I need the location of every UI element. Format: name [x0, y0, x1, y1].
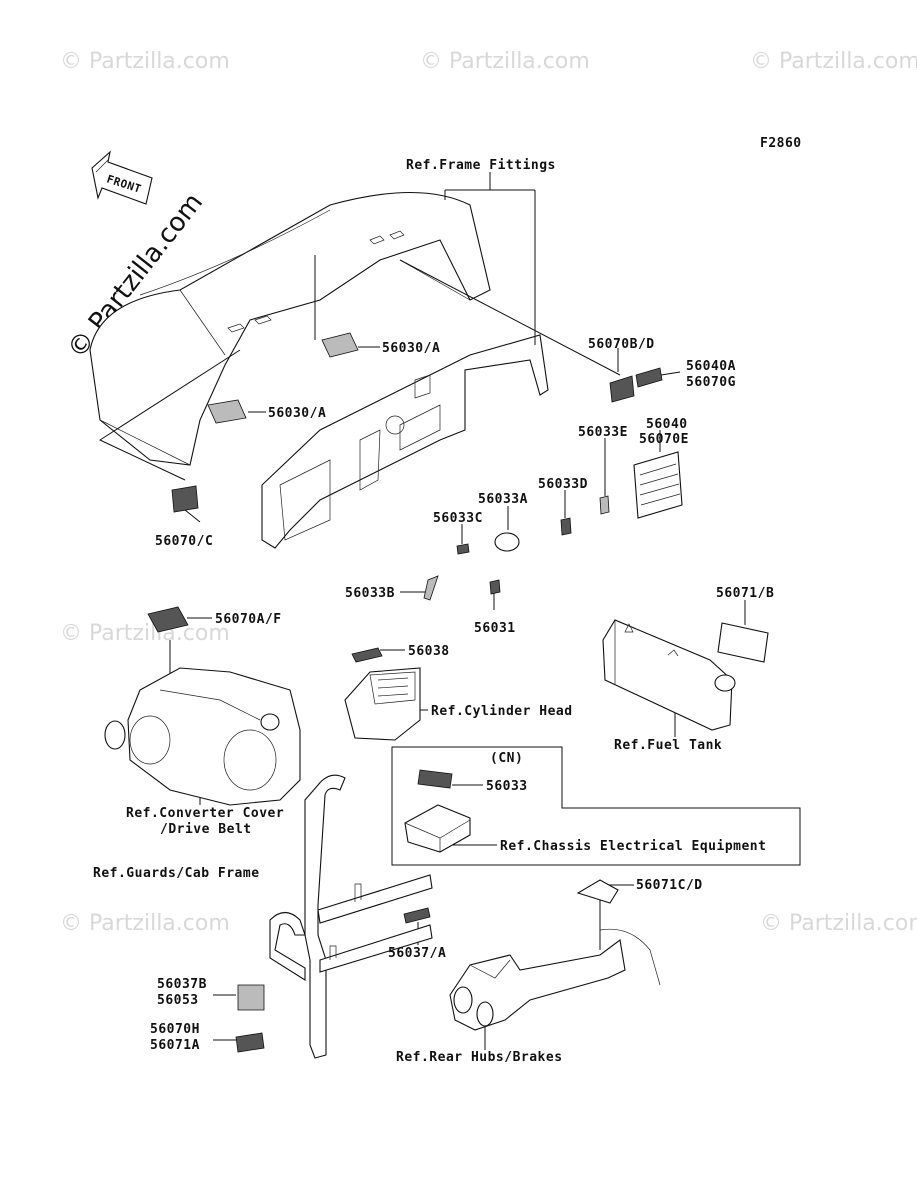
decal-56070H-56071A: [235, 1032, 265, 1053]
label-56033: 56033: [486, 779, 528, 794]
label-ref-guards-cab: Ref.Guards/Cab Frame: [93, 866, 260, 881]
decal-56038: [351, 647, 383, 663]
fuel-tank-part: [602, 619, 736, 731]
label-56070E: 56070E: [639, 432, 689, 447]
decal-56033B: [423, 575, 439, 601]
decal-56040-56070E: [633, 451, 683, 519]
decal-56033A: [494, 532, 520, 552]
label-56053: 56053: [157, 993, 199, 1008]
decal-56030A-upper: [321, 332, 359, 358]
watermark: © Partzilla.com: [750, 49, 917, 74]
label-56071CD: 56071C/D: [636, 878, 703, 893]
decal-56071B: [717, 622, 769, 663]
label-56033E: 56033E: [578, 425, 628, 440]
label-ref-rear-hubs: Ref.Rear Hubs/Brakes: [396, 1050, 563, 1065]
label-56033C: 56033C: [433, 511, 483, 526]
decal-56070AF: [147, 606, 189, 633]
label-56071B: 56071/B: [716, 586, 774, 601]
label-cn: (CN): [490, 751, 523, 766]
label-ref-cylinder-head: Ref.Cylinder Head: [431, 704, 573, 719]
rear-body-part: [89, 192, 491, 466]
decal-56033D: [560, 517, 572, 536]
watermark: © Partzilla.com: [60, 621, 230, 646]
watermark: © Partzilla.com: [760, 911, 917, 936]
label-56037A: 56037/A: [388, 946, 446, 961]
label-ref-fuel-tank: Ref.Fuel Tank: [614, 738, 722, 753]
watermark: © Partzilla.com: [60, 911, 230, 936]
decal-56071CD: [576, 879, 619, 904]
label-ref-chassis-electrical: Ref.Chassis Electrical Equipment: [500, 839, 766, 854]
label-56031: 56031: [474, 621, 516, 636]
label-56071A: 56071A: [150, 1038, 200, 1053]
cab-frame-part: [269, 774, 433, 1059]
label-56070BD: 56070B/D: [588, 337, 655, 352]
figure-code: F2860: [760, 136, 802, 151]
frame-fittings-panel-part: [261, 334, 549, 549]
label-56037B: 56037B: [157, 977, 207, 992]
decal-56033: [417, 769, 453, 789]
front-arrow-icon: FRONT: [91, 150, 153, 205]
label-56030A-upper: 56030/A: [382, 341, 440, 356]
label-layer: Ref.Frame Fittings 56030/A 56030/A 56070…: [93, 158, 774, 1065]
converter-cover-part: [104, 667, 301, 806]
label-ref-frame-fittings: Ref.Frame Fittings: [406, 158, 556, 173]
decal-56037A: [403, 907, 431, 924]
leader-lines: [98, 172, 746, 1050]
label-drive-belt: /Drive Belt: [160, 822, 252, 837]
label-56038: 56038: [408, 644, 450, 659]
rear-hub-part: [449, 928, 661, 1031]
label-56030A-lower: 56030/A: [268, 406, 326, 421]
watermark: © Partzilla.com: [420, 49, 590, 74]
label-56040: 56040: [646, 417, 688, 432]
label-56070C: 56070/C: [155, 534, 213, 549]
decal-56033E: [599, 495, 610, 515]
decal-56033C: [456, 543, 470, 555]
label-56070H: 56070H: [150, 1022, 200, 1037]
label-56070G: 56070G: [686, 375, 736, 390]
label-56040A: 56040A: [686, 359, 736, 374]
label-56070AF: 56070A/F: [215, 612, 282, 627]
label-56033D: 56033D: [538, 477, 588, 492]
cylinder-head-part: [344, 667, 421, 741]
cn-box: [391, 746, 801, 866]
decal-56040A-56070G: [635, 367, 663, 388]
decal-56030A-lower: [207, 399, 247, 424]
label-56033A: 56033A: [478, 492, 528, 507]
decal-56070BD: [609, 375, 635, 403]
label-ref-converter-cover: Ref.Converter Cover: [126, 806, 284, 821]
decal-56037B-56053: [237, 984, 265, 1011]
chassis-electrical-part: [404, 804, 471, 853]
decal-56031: [489, 579, 501, 595]
watermark: © Partzilla.com: [60, 49, 230, 74]
label-56033B: 56033B: [345, 586, 395, 601]
decal-56070C: [171, 485, 199, 513]
